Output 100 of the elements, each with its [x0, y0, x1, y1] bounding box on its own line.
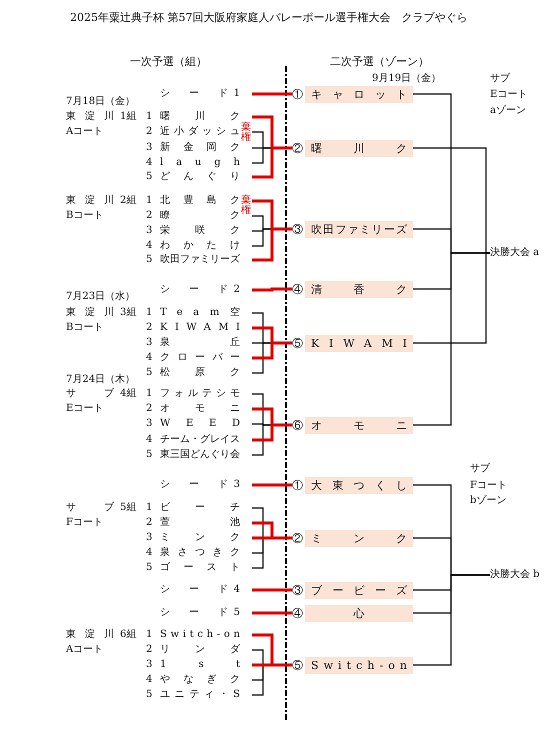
zone-team-name: ミンク	[305, 530, 413, 547]
zone-team-name: オモニ	[305, 417, 413, 434]
entry-number: 5	[146, 688, 152, 702]
group-label: 1組	[120, 110, 136, 124]
winner-line	[252, 342, 292, 360]
entry-number: 4	[146, 156, 152, 170]
circled-number: ⑥	[292, 418, 303, 432]
court-label: Fコート	[66, 516, 103, 530]
section-heading: 一次予選（組）	[130, 55, 207, 69]
team-name: 泉丘	[160, 336, 240, 348]
entry-number: 3	[146, 531, 152, 545]
venue-label: Eコート	[490, 88, 528, 102]
entry-number: 1	[146, 387, 152, 401]
team-name: 萱池	[160, 516, 240, 530]
team-name: 松原ク	[160, 366, 240, 380]
zone-team-name: 大東つくし	[305, 477, 413, 494]
venue-label: 東淀川	[66, 628, 114, 642]
entry-number: 3	[146, 224, 152, 238]
seed-number: 2	[234, 283, 240, 297]
circled-number: ③	[292, 222, 303, 236]
court-label: Aコート	[66, 125, 104, 139]
seed-label: シード	[160, 283, 228, 297]
circled-number: ②	[292, 532, 303, 546]
note-mark: 棄権	[241, 123, 251, 143]
seed-label: シード	[160, 583, 228, 597]
court-label: Bコート	[66, 321, 104, 335]
entry-number: 3	[146, 417, 152, 431]
team-name: 新金岡ク	[160, 142, 240, 155]
winner-line	[252, 146, 292, 178]
final-label: 決勝大会 a	[490, 246, 540, 260]
team-name: ミンク	[160, 531, 240, 545]
team-name: Switch-on	[160, 628, 240, 642]
entry-number: 4	[146, 673, 152, 687]
venue-label: aゾーン	[490, 104, 526, 118]
entry-number: 1	[146, 194, 152, 208]
court-label: Eコート	[66, 402, 104, 416]
entry-number: 2	[146, 209, 152, 223]
team-name: laugh	[160, 156, 240, 170]
seed-number: 5	[234, 606, 240, 620]
zone-team-name: キャロット	[305, 86, 413, 103]
entry-number: 2	[146, 516, 152, 530]
seed-label: シード	[160, 87, 228, 101]
team-name: クローバー	[160, 351, 240, 365]
title: 2025年粟辻典子杯 第57回大阪府家庭人バレーボール選手権大会 クラブやぐら	[70, 10, 468, 25]
entry-number: 3	[146, 658, 152, 672]
team-name: 瞭ク	[160, 210, 240, 223]
circled-number: ④	[292, 282, 303, 296]
team-name: 近小ダッシュ	[160, 126, 240, 137]
date-label: 7月18日（金）	[66, 95, 136, 109]
winner-line	[252, 612, 292, 614]
seed-number: 3	[234, 478, 240, 492]
court-label: Aコート	[66, 643, 104, 657]
team-name: 北豊島ク	[160, 194, 240, 206]
entry-number: 5	[146, 366, 152, 380]
venue-label: 東淀川	[66, 110, 114, 124]
zone-team-name: KIWAMI	[305, 335, 413, 352]
seed-number: 1	[234, 87, 240, 101]
seed-number: 4	[234, 583, 240, 597]
team-name: WEED	[160, 417, 240, 431]
winner-line	[252, 228, 292, 262]
venue-label: 東淀川	[66, 194, 114, 208]
section-heading: 二次予選（ゾーン）	[330, 55, 429, 69]
entry-number: 5	[146, 170, 152, 184]
team-name: 栄咲ク	[160, 224, 240, 238]
venue-label: bゾーン	[470, 494, 506, 508]
seed-label: シード	[160, 606, 228, 620]
team-name: 曙川ク	[160, 110, 240, 122]
venue-label: サブ	[66, 501, 114, 515]
entry-number: 2	[146, 643, 152, 657]
entry-number: 1	[146, 501, 152, 515]
team-name: Team空	[160, 306, 240, 320]
team-name: フォルテシモ	[160, 387, 240, 401]
team-name: ゴースト	[160, 561, 240, 575]
date-label: 7月23日（水）	[66, 290, 136, 304]
entry-number: 4	[146, 239, 152, 253]
circled-number: ④	[292, 606, 303, 620]
date-label: 9月19日（金）	[372, 72, 442, 86]
team-name: ビーチ	[160, 501, 240, 515]
winner-line	[252, 424, 292, 442]
circled-number: ③	[292, 584, 303, 598]
entry-number: 2	[146, 402, 152, 416]
entry-number: 4	[146, 351, 152, 365]
winner-line	[252, 588, 292, 592]
note-mark: 棄権	[241, 196, 251, 216]
team-name: KIWAMI	[160, 321, 240, 335]
team-name: チーム・グレイス	[160, 433, 240, 447]
entry-number: 4	[146, 433, 152, 447]
winner-line	[252, 92, 292, 96]
circled-number: ⑤	[292, 336, 303, 350]
group-label: 6組	[120, 628, 136, 642]
venue-label: 東淀川	[66, 306, 114, 320]
bracket-line	[413, 574, 490, 666]
entry-number: 2	[146, 125, 152, 139]
team-name: わかたけ	[160, 239, 240, 253]
zone-team-name: 心	[305, 605, 413, 622]
venue-label: サブ	[66, 387, 114, 401]
date-label: 7月24日（木）	[66, 373, 136, 387]
circled-number: ⑤	[292, 658, 303, 672]
entry-number: 1	[146, 628, 152, 642]
team-name: どんぐり	[160, 170, 240, 184]
